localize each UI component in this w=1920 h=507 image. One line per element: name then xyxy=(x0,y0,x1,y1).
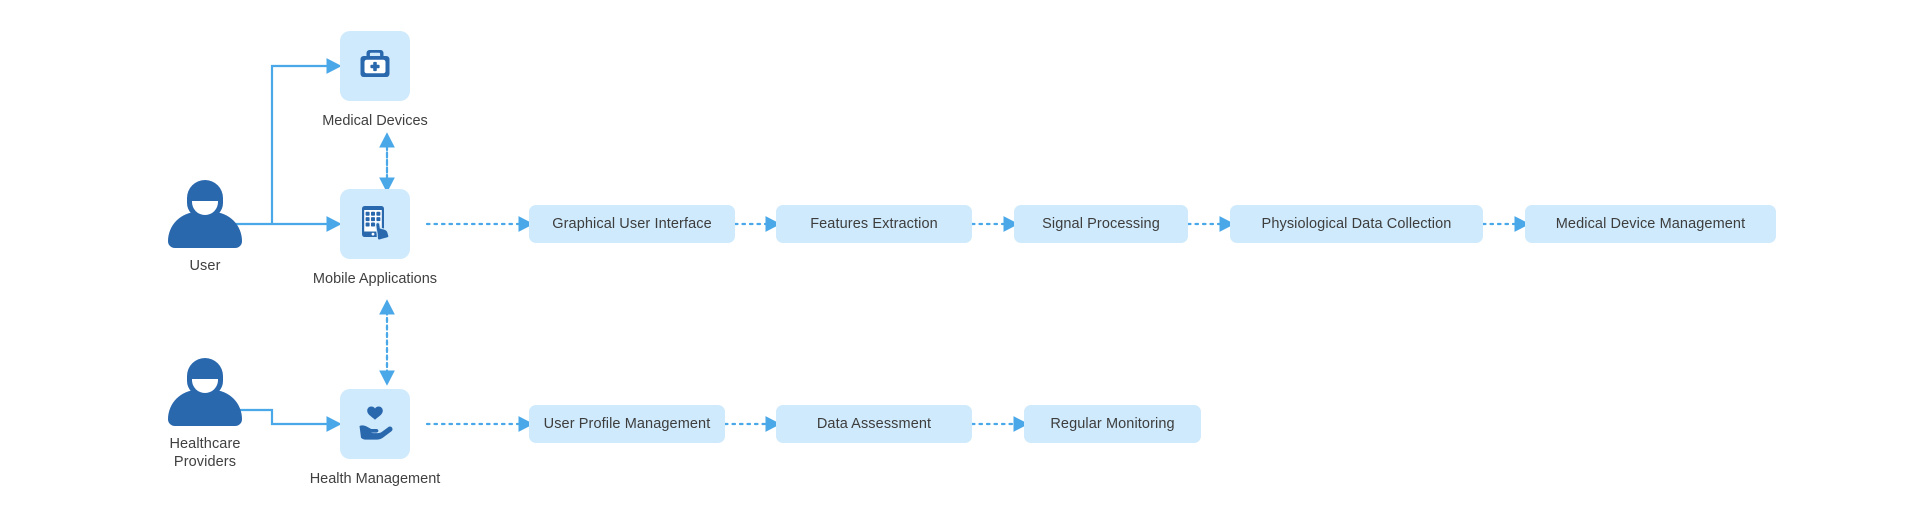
process-box-data-assessment[interactable]: Data Assessment xyxy=(776,405,972,443)
user-person-icon xyxy=(165,358,245,426)
tablet-hand-touch-icon xyxy=(354,201,396,248)
connector-user-to-medical-devices xyxy=(270,58,342,224)
tile-medical-devices[interactable] xyxy=(340,31,410,101)
process-box-physiological-data-collection[interactable]: Physiological Data Collection xyxy=(1230,205,1483,243)
process-box-signal-processing[interactable]: Signal Processing xyxy=(1014,205,1188,243)
tile-mobile-applications[interactable] xyxy=(340,189,410,259)
process-box-features-extraction[interactable]: Features Extraction xyxy=(776,205,972,243)
process-box-regular-monitoring[interactable]: Regular Monitoring xyxy=(1024,405,1201,443)
tile-medical-devices-label: Medical Devices xyxy=(322,113,428,129)
tile-mobile-applications-label: Mobile Applications xyxy=(312,271,438,287)
actor-healthcare-providers-label: Healthcare Providers xyxy=(169,436,241,471)
tile-health-management[interactable] xyxy=(340,389,410,459)
process-box-graphical-user-interface[interactable]: Graphical User Interface xyxy=(529,205,735,243)
process-box-user-profile-management[interactable]: User Profile Management xyxy=(529,405,725,443)
process-box-medical-device-management[interactable]: Medical Device Management xyxy=(1525,205,1776,243)
actor-user: User xyxy=(140,180,270,275)
user-person-icon xyxy=(165,180,245,248)
tile-health-management-label: Health Management xyxy=(309,471,441,487)
actor-user-label: User xyxy=(189,258,221,274)
actor-healthcare-providers: Healthcare Providers xyxy=(140,358,270,471)
hand-holding-heart-icon xyxy=(354,401,396,448)
first-aid-kit-icon xyxy=(354,43,396,90)
